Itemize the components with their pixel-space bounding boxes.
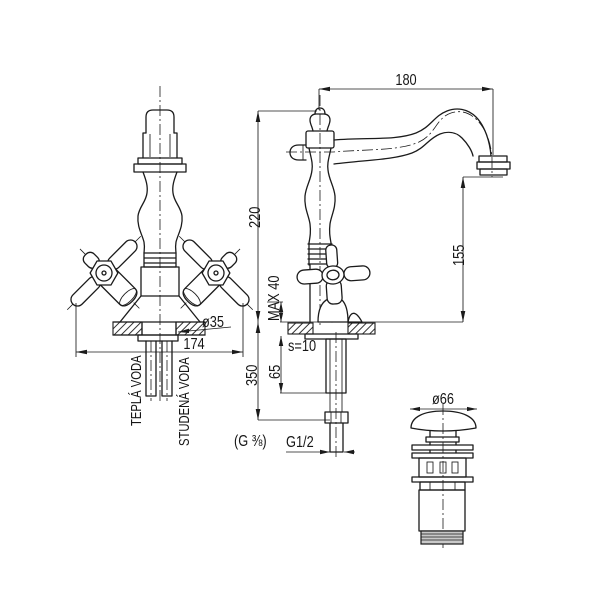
side-spout — [286, 108, 511, 177]
side-handle-arm-left — [296, 268, 324, 285]
side-shank — [324, 332, 349, 459]
front-supply-pipes — [145, 340, 173, 401]
shank-thread-label: G1/2 — [286, 434, 314, 452]
drain-flange-1 — [411, 444, 474, 451]
side-escutcheon — [317, 296, 363, 323]
front-hole-diameter-dimension: ø35 — [202, 314, 224, 332]
drain-view: ø66 — [410, 391, 477, 550]
spout-outlet-ring-3 — [479, 168, 508, 176]
max-deck-dimension: MAX 40 — [266, 276, 284, 321]
side-deck — [280, 321, 463, 340]
hose-thread-label: (G ⅜) — [234, 433, 267, 451]
front-dimensions: 174 ø35 TEPLÁ VODA STUDENÁ VODA — [75, 303, 244, 446]
side-left-knob — [289, 144, 307, 161]
spout-reach-dimension: 180 — [395, 72, 416, 90]
left-handle — [66, 235, 142, 311]
drain-cap — [410, 410, 477, 432]
drain-ring-small — [425, 436, 460, 443]
side-plate-hatch-left — [287, 322, 314, 335]
drain-castellated-section — [418, 457, 467, 478]
side-view: 180 220 155 MAX 40 s=10 65 350 — [234, 72, 511, 459]
front-width-dimension: 174 — [183, 336, 204, 354]
shank-length-dimension: 65 — [267, 365, 285, 379]
plate-hatch-left — [112, 321, 143, 336]
side-handle-arm-right — [343, 265, 371, 282]
side-handle-arm-up — [325, 244, 339, 269]
cold-water-label: STUDENÁ VODA — [175, 357, 192, 446]
right-handle — [178, 235, 254, 311]
body-height-dimension: 220 — [247, 207, 265, 228]
shank-nut — [324, 411, 349, 424]
front-view: 174 ø35 TEPLÁ VODA STUDENÁ VODA — [66, 86, 254, 446]
front-body — [119, 171, 201, 323]
side-handle — [296, 244, 371, 305]
spout-outlet-ring-1 — [478, 155, 508, 163]
drain-thread — [420, 530, 464, 545]
spout-outlet-ring-2 — [476, 161, 511, 170]
spout-height-dimension: 155 — [451, 245, 469, 266]
front-spout-top — [133, 109, 187, 173]
plate-thickness-dimension: s=10 — [288, 338, 316, 356]
hot-water-label: TEPLÁ VODA — [127, 355, 144, 426]
plate-hatch-right — [175, 321, 206, 336]
drain-body — [418, 489, 466, 532]
drain-collar — [419, 481, 466, 491]
drain-flange-2 — [411, 452, 474, 459]
hose-length-dimension: 350 — [244, 365, 262, 386]
side-dimensions: 180 220 155 MAX 40 s=10 65 350 — [234, 72, 503, 455]
drain-cap-diameter-dimension: ø66 — [432, 391, 454, 409]
drain-flange-3 — [411, 476, 474, 483]
side-plate-hatch-right — [347, 322, 376, 335]
